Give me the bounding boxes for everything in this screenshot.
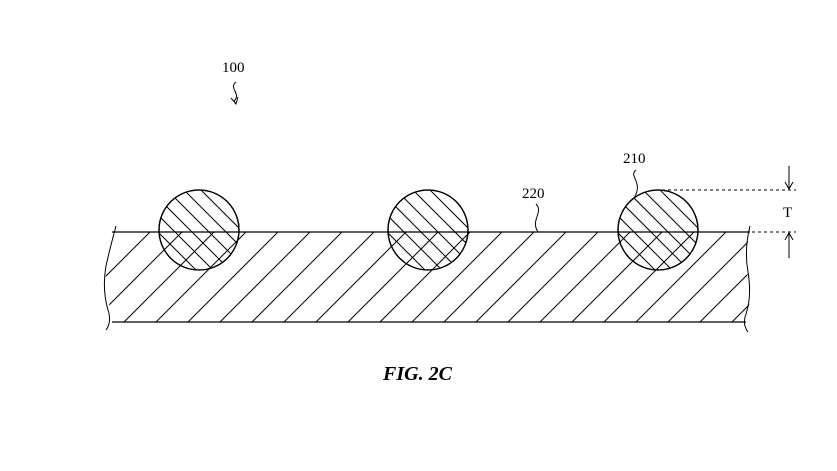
thickness-dimension: T — [662, 166, 796, 258]
particle-3 — [617, 189, 699, 271]
figure-caption: FIG. 2C — [382, 363, 453, 385]
substrate-layer-220 — [103, 225, 751, 333]
particle-2 — [387, 189, 469, 271]
particle-1-hatching — [159, 190, 239, 270]
particle-2-hatching — [388, 190, 468, 270]
label-layer-220: 220 — [522, 186, 545, 202]
leader-210 — [633, 169, 638, 199]
arrowhead-100 — [230, 96, 239, 106]
layer-hatching — [105, 232, 751, 322]
layer-left-break — [103, 225, 117, 331]
label-particle-210: 210 — [623, 151, 646, 167]
label-assembly-100: 100 — [222, 60, 245, 76]
layer-right-break — [743, 225, 751, 333]
particle-3-hatching — [618, 190, 698, 270]
label-thickness-T: T — [783, 205, 792, 221]
leader-220 — [534, 203, 540, 233]
particle-1 — [158, 189, 240, 271]
leader-arrow-100 — [232, 81, 238, 105]
